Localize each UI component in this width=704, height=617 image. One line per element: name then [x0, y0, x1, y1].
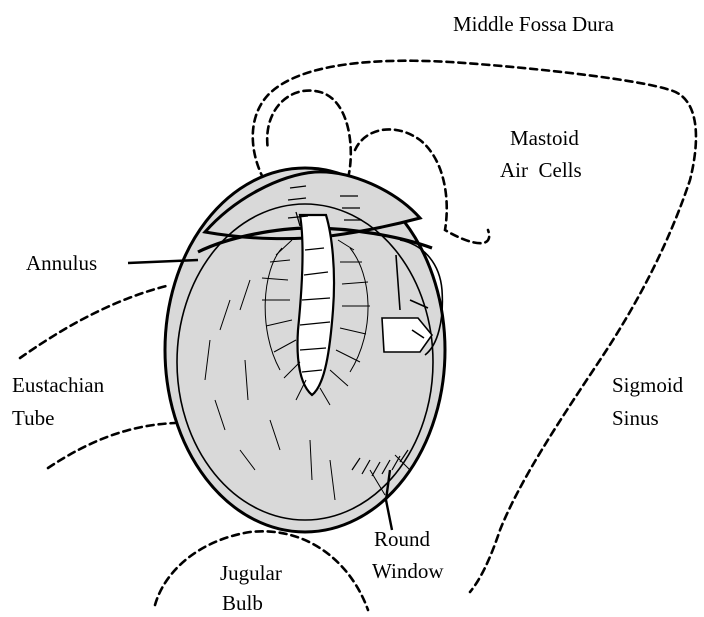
label-middle-fossa-dura: Middle Fossa Dura [453, 12, 615, 36]
tympanic-membrane [165, 168, 445, 532]
label-jugular: Jugular [220, 561, 282, 585]
label-bulb: Bulb [222, 591, 263, 615]
label-air-cells: Air Cells [500, 158, 582, 182]
label-annulus: Annulus [26, 251, 97, 275]
label-sinus: Sinus [612, 406, 659, 430]
label-eustachian: Eustachian [12, 373, 105, 397]
label-sigmoid: Sigmoid [612, 373, 684, 397]
label-round: Round [374, 527, 431, 551]
label-window: Window [372, 559, 444, 583]
eustachian-lower-line [48, 423, 175, 468]
label-tube: Tube [12, 406, 54, 430]
label-mastoid: Mastoid [510, 126, 579, 150]
eustachian-upper-line [20, 285, 170, 358]
mastoid-inner-lobe [267, 91, 351, 178]
